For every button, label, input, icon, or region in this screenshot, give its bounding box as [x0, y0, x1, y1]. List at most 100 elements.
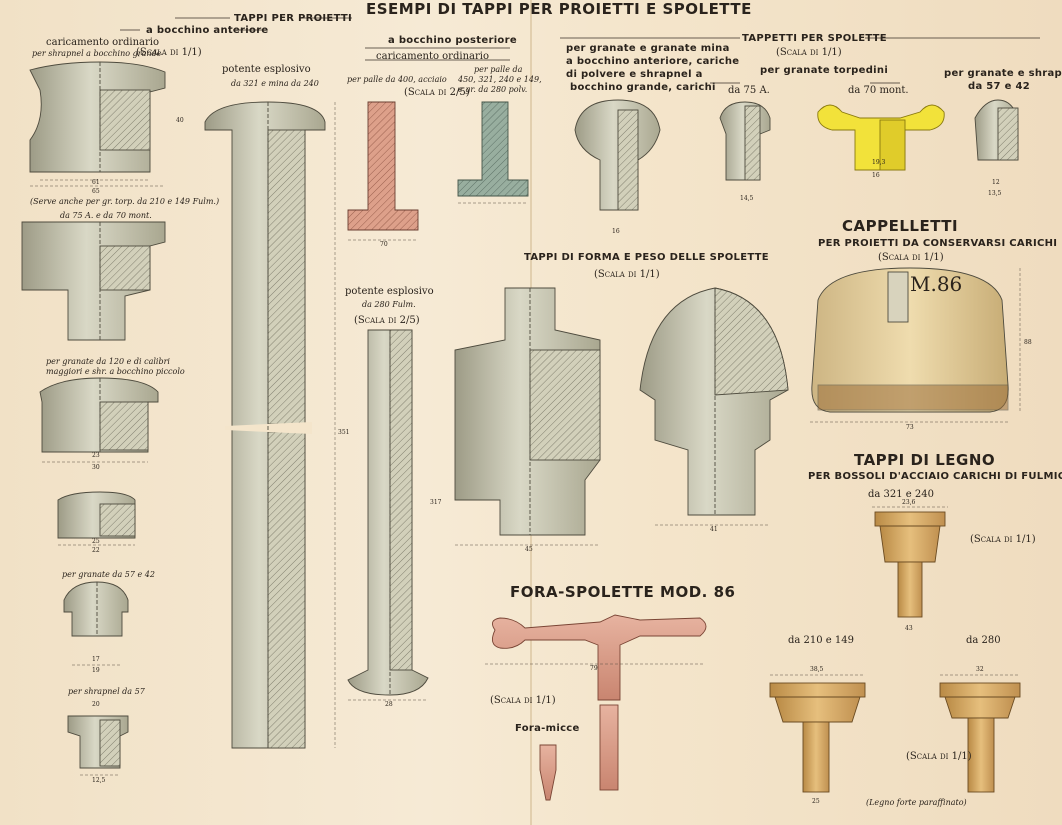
palle-450-label-2: 450, 321, 240 e 149, [458, 75, 542, 84]
plug-palle-450 [457, 101, 529, 197]
granate-mina-4: bocchino grande, carichi [570, 82, 716, 93]
plug-75-70 [21, 221, 166, 341]
granate-57-label: per granate da 57 e 42 [62, 570, 155, 579]
cappelletti-subtitle: PER PROIETTI DA CONSERVARSI CARICHI [818, 238, 1058, 249]
left-sub-header: a bocchino anteriore [146, 25, 269, 36]
tappetto-57-42 [974, 99, 1019, 161]
spolette-header: TAPPETTI PER SPOLETTE [742, 33, 887, 44]
forma-title: TAPPI DI FORMA E PESO DELLE SPOLETTE [524, 252, 769, 263]
legno-280-label: da 280 [966, 635, 1001, 646]
tappo-legno-280 [939, 682, 1021, 793]
tappo-forma-left [454, 287, 601, 536]
plug-granate-120 [39, 377, 159, 453]
granate-mina-2: a bocchino anteriore, cariche [566, 56, 740, 67]
legno-scale-2: (Scala di 1/1) [906, 751, 972, 762]
dim-label: 13,5 [988, 190, 1002, 197]
serve-anche-label: (Serve anche per gr. torp. da 210 e 149 … [30, 197, 220, 206]
da-75-70-label: da 75 A. e da 70 mont. [60, 211, 152, 220]
granate-shrapnel-2: da 57 e 42 [968, 81, 1030, 92]
dim-label: 30 [92, 464, 100, 471]
palle-450-label-3: e gr. da 280 polv. [458, 85, 528, 94]
dim-label: 79 [590, 665, 598, 672]
dim-label: 38,5 [810, 666, 824, 673]
posteriore-scale: (Scala di 2/5) [404, 87, 470, 98]
dim-label: 16 [872, 172, 880, 179]
forma-scale: (Scala di 1/1) [594, 269, 660, 280]
dim-label: 25 [812, 798, 820, 805]
dim-label: 12 [992, 179, 1000, 186]
cappelletti-stamp: M.86 [910, 272, 963, 296]
cappelletti-title: CAPPELLETTI [842, 217, 959, 235]
plug-palle-400 [347, 101, 419, 231]
granate-mina-1: per granate e granate mina [566, 43, 730, 54]
maggiori-label: maggiori e shr. a bocchino piccolo [46, 367, 185, 376]
granate-shrapnel-1: per granate e shrapnel [944, 68, 1062, 79]
torpedini-label: per granate torpedini [760, 65, 889, 76]
dim-label: 41 [710, 526, 718, 533]
tappetto-granate-mina [574, 99, 661, 211]
fora-micce-label: Fora-micce [515, 723, 580, 734]
dim-label: 70 [380, 241, 388, 248]
dim-label: 43 [905, 625, 913, 632]
palle-400-label: per palle da 400, acciaio [347, 75, 447, 84]
legno-210-label: da 210 e 149 [788, 635, 854, 646]
dim-label: 12,5 [92, 777, 106, 784]
legno-scale: (Scala di 1/1) [970, 534, 1036, 545]
posteriore-header: a bocchino posteriore [388, 35, 517, 46]
dim-label: 25 [92, 538, 100, 545]
plug-granata-87 [57, 491, 136, 539]
cappelletti-scale: (Scala di 1/1) [878, 252, 944, 263]
da-75-label: da 75 A. [728, 85, 770, 96]
dim-label: 45 [525, 546, 533, 553]
dim-label: 65 [92, 188, 100, 195]
plug-potente-321 [204, 101, 326, 749]
da-321-label: da 321 e mina da 240 [231, 79, 319, 88]
legno-note: (Legno forte paraffinato) [866, 798, 967, 807]
granate-mina-3: di polvere e shrapnel a [566, 69, 703, 80]
tappetto-75 [719, 101, 771, 181]
dim-label: 16 [612, 228, 620, 235]
fora-scale: (Scala di 1/1) [490, 695, 556, 706]
dim-label: 22 [92, 547, 100, 554]
da-70-label: da 70 mont. [848, 85, 909, 96]
left-scale: (Scala di 1/1) [136, 47, 202, 58]
dim-label: 20 [92, 701, 100, 708]
dim-label: 40 [176, 117, 184, 124]
tappo-legno-210 [769, 682, 866, 793]
potente-label: potente esplosivo [222, 64, 311, 75]
legno-subtitle: PER BOSSOLI D'ACCIAIO CARICHI DI FULMICO… [808, 471, 1062, 482]
dim-label: 317 [430, 499, 442, 506]
fora-spolette-tool [491, 614, 707, 801]
posteriore-scale-2: (Scala di 2/5) [354, 315, 420, 326]
dim-label: 61 [92, 179, 100, 186]
spolette-scale: (Scala di 1/1) [776, 47, 842, 58]
dim-label: 14,5 [740, 195, 754, 202]
palle-450-label-1: per palle da [474, 65, 523, 74]
left-header: TAPPI PER PROIETTI [234, 13, 353, 24]
dim-label: 23,6 [902, 499, 916, 506]
dim-label: 17 [92, 656, 100, 663]
cappelletto [811, 267, 1009, 413]
shrapnel-57-label: per shrapnel da 57 [68, 687, 145, 696]
plug-potente-280 [347, 329, 429, 696]
shrapnel-grande-label: per shrapnel a bocchino grande [32, 49, 162, 58]
tappo-forma-right [639, 287, 789, 516]
tappetto-70-yellow [817, 104, 945, 171]
caricamento-label: caricamento ordinario [46, 37, 159, 48]
legno-title: TAPPI DI LEGNO [854, 451, 996, 469]
fora-title: FORA-SPOLETTE MOD. 86 [510, 583, 736, 601]
dim-label: 88 [1024, 339, 1032, 346]
tappo-legno-321 [874, 511, 946, 618]
dim-label: 28 [385, 701, 393, 708]
dim-label: 73 [906, 424, 914, 431]
dimension-lines [30, 102, 1021, 776]
dim-label: 32 [976, 666, 984, 673]
header-rules [120, 17, 1040, 84]
posteriore-caricamento: caricamento ordinario [376, 51, 489, 62]
granate-120-label: per granate da 120 e di calibri [46, 357, 170, 366]
legno-321-label: da 321 e 240 [868, 489, 934, 500]
plug-shrapnel-grande [29, 61, 166, 173]
dim-label: 19,3 [872, 159, 886, 166]
